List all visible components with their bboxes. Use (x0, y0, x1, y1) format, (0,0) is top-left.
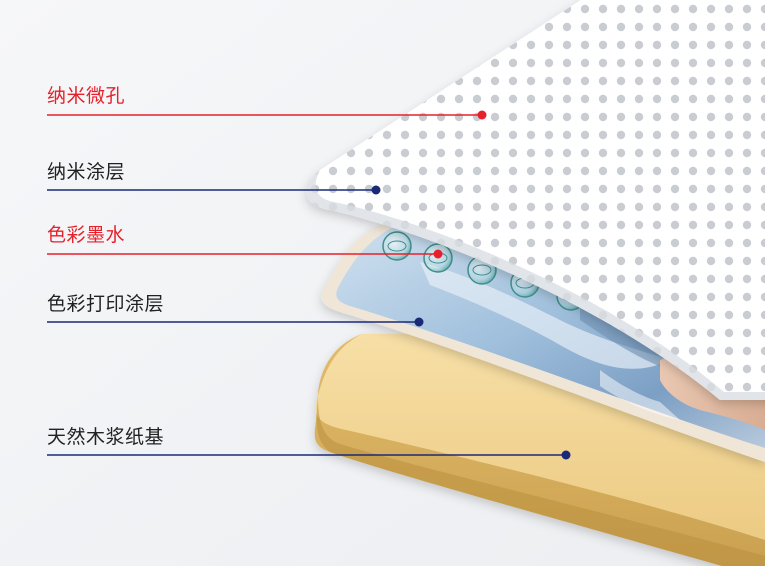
label-nano-coating: 纳米涂层 (47, 161, 126, 183)
leader-line-nano-coating (47, 185, 381, 195)
label-color-ink: 色彩墨水 (47, 224, 126, 246)
leader-line-color-ink (47, 249, 443, 259)
leader-line-nano-micropores (47, 110, 487, 120)
leader-line-wood-pulp-base (47, 450, 571, 460)
label-nano-micropores: 纳米微孔 (47, 85, 126, 107)
leader-line-print-coating (47, 317, 424, 327)
label-wood-pulp-base: 天然木浆纸基 (47, 426, 165, 448)
ink-bubble (382, 231, 412, 261)
label-print-coating: 色彩打印涂层 (47, 293, 165, 315)
